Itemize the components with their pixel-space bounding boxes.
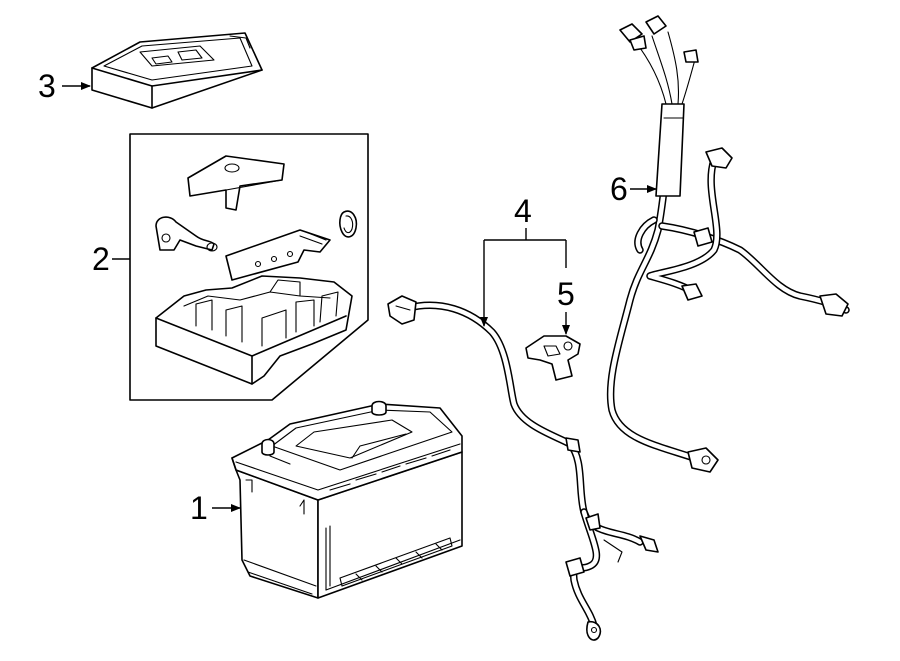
callout-label-6: 6 (610, 171, 628, 207)
callout-3: 3 (38, 68, 91, 104)
callout-label-4: 4 (514, 193, 532, 229)
callout-4: 4 (480, 193, 567, 327)
callout-label-1: 1 (190, 490, 208, 526)
cover-part (91, 32, 263, 109)
callout-5: 5 (557, 276, 575, 335)
battery-part (231, 400, 463, 599)
callout-label-3: 3 (38, 68, 56, 104)
callout-label-2: 2 (92, 241, 110, 277)
callout-2: 2 (92, 241, 130, 277)
kit-frame (129, 133, 369, 401)
harness-part (606, 15, 850, 473)
callout-label-5: 5 (557, 276, 575, 312)
callout-1: 1 (190, 490, 241, 526)
fuse-block-kit (129, 133, 369, 401)
sensor-part (525, 335, 581, 381)
callout-6: 6 (610, 171, 657, 207)
